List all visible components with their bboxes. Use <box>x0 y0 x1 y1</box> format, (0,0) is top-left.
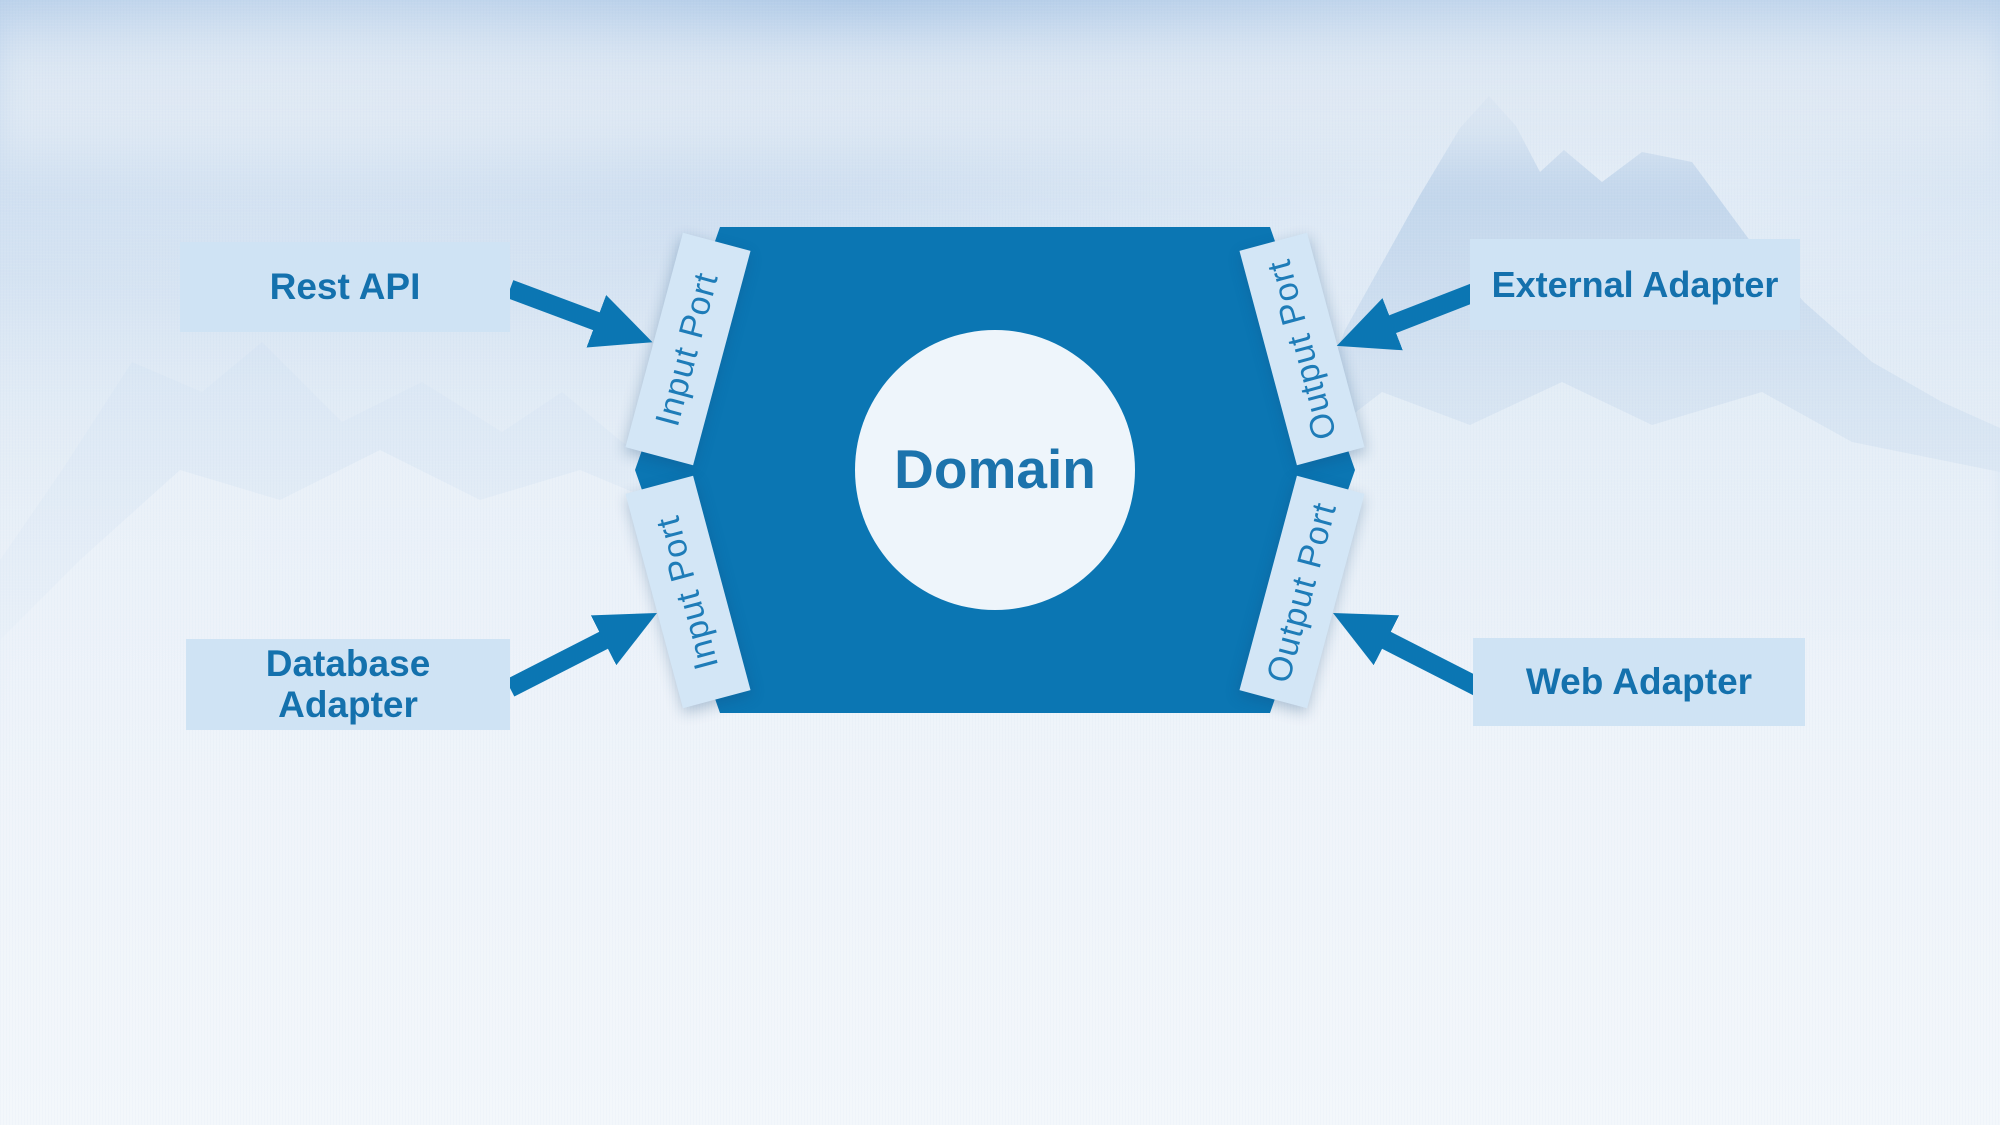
adapter-label: External Adapter <box>1491 263 1779 305</box>
adapter-box-web: Web Adapter <box>1473 638 1805 726</box>
arrow-external-adapter-to-output-port <box>1336 282 1482 351</box>
adapter-box-database: Database Adapter <box>186 639 510 730</box>
arrow-database-adapter-to-input-port <box>505 613 657 697</box>
arrow-web-adapter-to-output-port <box>1333 613 1485 697</box>
adapter-label-line2: Adapter <box>278 683 418 725</box>
adapter-box-external: External Adapter <box>1470 239 1800 330</box>
domain-circle <box>855 330 1135 610</box>
adapter-label: Rest API <box>269 265 421 307</box>
domain-title: Domain <box>894 438 1096 500</box>
arrow-rest-api-to-input-port <box>506 280 653 348</box>
adapter-label: Web Adapter <box>1525 660 1753 702</box>
adapter-label-line1: Database <box>265 642 431 684</box>
adapter-box-rest-api: Rest API <box>180 242 510 332</box>
